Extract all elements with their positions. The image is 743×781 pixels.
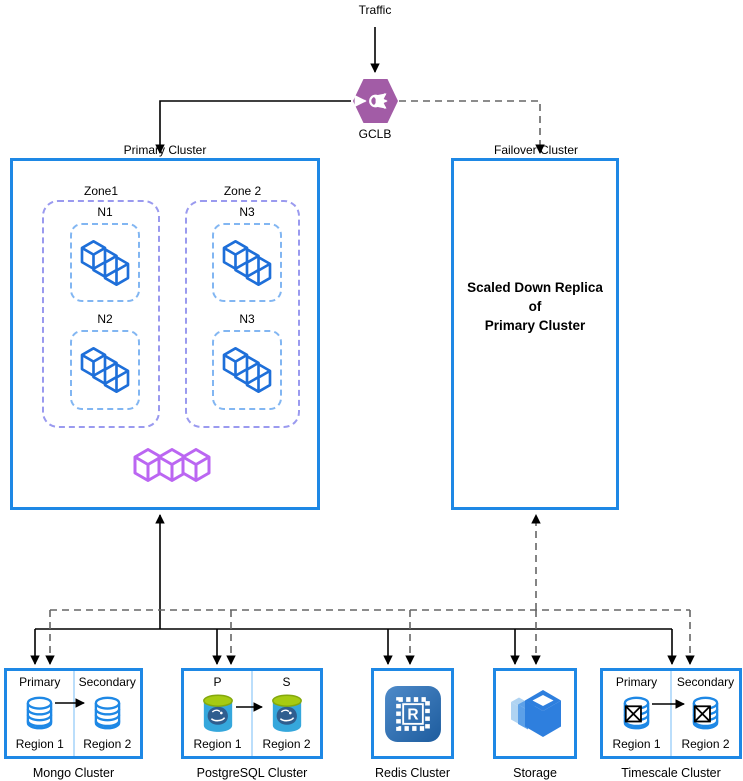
zone2-label: Zone 2 — [223, 184, 262, 198]
mongo-primary-role: Primary — [19, 675, 61, 689]
mongo-primary-cell: Primary Region 1 — [7, 671, 73, 756]
failover-cluster-label: Failover Cluster — [493, 143, 579, 157]
postgres-secondary-role: S — [282, 675, 291, 689]
redis-icon-letter: R — [407, 706, 418, 723]
postgres-cluster-title: PostgreSQL Cluster — [196, 766, 308, 780]
failover-body-line: Primary Cluster — [484, 318, 586, 333]
storage-title: Storage — [513, 766, 557, 780]
node-n3a-box[interactable] — [212, 223, 282, 302]
mongo-secondary-cell: Secondary Region 2 — [75, 671, 141, 756]
region-divider — [251, 671, 253, 756]
postgresql-icon — [270, 693, 304, 733]
timescale-cluster-title: Timescale Cluster — [621, 766, 721, 780]
region-divider — [670, 671, 672, 756]
workload-cubes-icon — [79, 347, 131, 393]
postgres-secondary-region: Region 2 — [262, 737, 311, 751]
failover-body-line: Scaled Down Replica — [467, 280, 603, 295]
timescale-primary-region: Region 1 — [612, 737, 661, 751]
workload-cubes-icon — [221, 240, 273, 286]
timescale-primary-role: Primary — [615, 675, 658, 689]
zone1-box[interactable] — [42, 200, 160, 428]
redis-cluster-title: Redis Cluster — [374, 766, 451, 780]
timescale-database-icon — [691, 696, 720, 730]
mongo-secondary-role: Secondary — [78, 675, 136, 689]
node-n3a-label: N3 — [239, 205, 255, 219]
node-n3b-label: N3 — [239, 312, 255, 326]
storage-icon — [503, 685, 567, 743]
database-icon — [93, 696, 122, 730]
redis-memorystore-icon: R — [384, 685, 441, 742]
postgresql-icon — [201, 693, 235, 733]
region-divider — [72, 671, 75, 756]
node-n3b-box[interactable] — [212, 330, 282, 410]
redis-cluster-box[interactable]: R — [371, 668, 454, 759]
timescale-secondary-cell: Secondary Region 2 — [672, 671, 739, 756]
postgres-primary-region: Region 1 — [193, 737, 242, 751]
traffic-label: Traffic — [358, 3, 392, 17]
timescale-secondary-region: Region 2 — [681, 737, 730, 751]
database-icon — [25, 696, 54, 730]
postgres-primary-role: P — [213, 675, 222, 689]
node-n2-label: N2 — [97, 312, 113, 326]
postgres-primary-cell: P Region 1 — [184, 671, 251, 756]
storage-box[interactable] — [493, 668, 577, 759]
mongo-cluster-title: Mongo Cluster — [32, 766, 115, 780]
zone1-label: Zone1 — [83, 184, 119, 198]
postgres-cluster-box[interactable]: P Region 1 S Region 2 — [181, 668, 323, 759]
node-n1-label: N1 — [97, 205, 113, 219]
postgres-secondary-cell: S Region 2 — [253, 671, 320, 756]
gclb-node[interactable] — [352, 78, 399, 124]
timescale-secondary-role: Secondary — [676, 675, 735, 689]
timescale-database-icon — [622, 696, 651, 730]
failover-cluster-box[interactable]: Scaled Down Replica of Primary Cluster — [451, 158, 619, 510]
primary-cluster-box[interactable]: Zone1 Zone 2 N1 N2 N3 N3 — [10, 158, 320, 510]
workload-cubes-icon — [79, 240, 131, 286]
mongo-secondary-region: Region 2 — [83, 737, 132, 751]
gclb-label: GCLB — [358, 127, 392, 141]
failover-body-line: of — [528, 299, 542, 314]
node-n2-box[interactable] — [70, 330, 140, 410]
workload-cubes-icon — [221, 347, 273, 393]
node-n1-box[interactable] — [70, 223, 140, 302]
primary-cluster-label: Primary Cluster — [123, 143, 207, 157]
timescale-cluster-box[interactable]: Primary Region 1 Secondary Region 2 — [600, 668, 742, 759]
failover-body-text: Scaled Down Replica of Primary Cluster — [454, 278, 616, 335]
timescale-primary-cell: Primary Region 1 — [603, 671, 670, 756]
mongo-cluster-box[interactable]: Primary Region 1 Secondary Region 2 — [4, 668, 143, 759]
load-balancer-icon — [353, 79, 398, 123]
mongo-primary-region: Region 1 — [15, 737, 64, 751]
pods-row-icon — [133, 448, 211, 482]
zone2-box[interactable] — [185, 200, 300, 428]
